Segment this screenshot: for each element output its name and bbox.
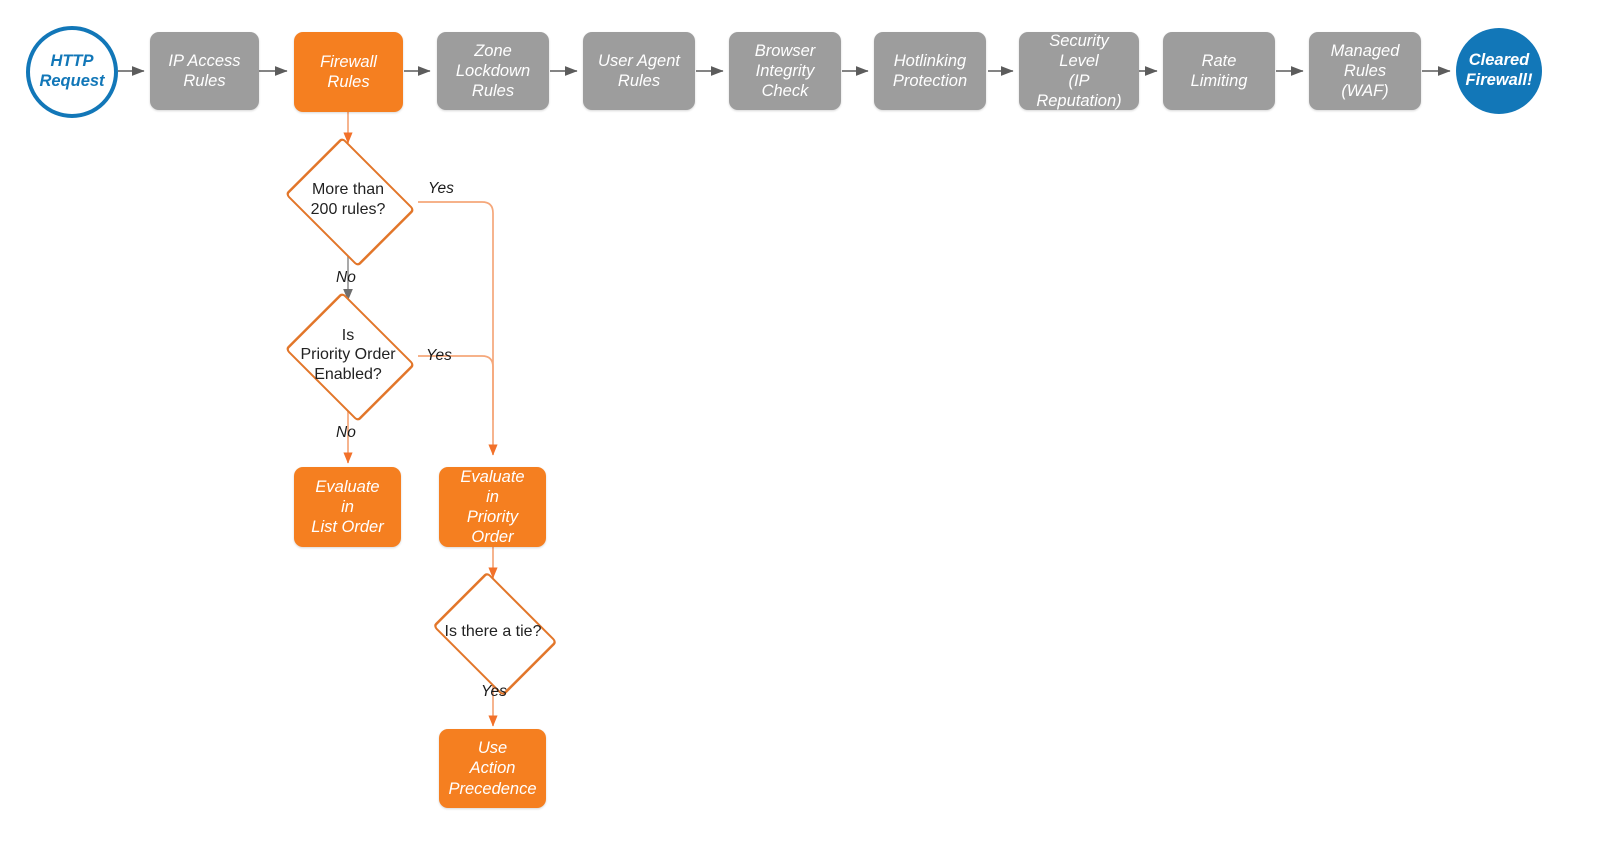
node-security-level[interactable]: Security Level (IP Reputation) [1019, 32, 1139, 110]
node-firewall-rules[interactable]: Firewall Rules [294, 32, 403, 112]
node-label: Firewall Rules [320, 52, 377, 91]
decision-label: Is Priority Order Enabled? [300, 326, 396, 383]
wire-priorityorder-yes [418, 355, 494, 420]
decision-label: Is there a tie? [444, 623, 542, 641]
node-label: IP Access Rules [168, 51, 241, 90]
node-user-agent-rules[interactable]: User Agent Rules [583, 32, 695, 110]
node-label: Browser Integrity Check [754, 41, 816, 101]
edge-label-tie-yes: Yes [481, 683, 507, 700]
node-managed-rules-waf[interactable]: Managed Rules (WAF) [1309, 32, 1421, 110]
node-http-request[interactable]: HTTP Request [26, 26, 118, 118]
edge-label-priority-no: No [336, 424, 356, 441]
node-label: Rate Limiting [1190, 51, 1248, 90]
edge-label-priority-yes: Yes [426, 347, 452, 364]
node-label: Managed Rules (WAF) [1330, 41, 1400, 101]
decision-priority-order-enabled[interactable]: Is Priority Order Enabled? [278, 291, 418, 423]
decision-is-there-a-tie[interactable]: Is there a tie? [423, 571, 563, 697]
decision-label: More than 200 rules? [310, 181, 386, 218]
edge-label-rules-yes: Yes [428, 180, 454, 197]
node-ip-access-rules[interactable]: IP Access Rules [150, 32, 259, 110]
edge-label-rules-no: No [336, 269, 356, 286]
node-label: Cleared Firewall! [1465, 51, 1533, 89]
node-label: HTTP Request [39, 52, 105, 90]
node-label: Use Action Precedence [448, 739, 537, 798]
node-browser-integrity-check[interactable]: Browser Integrity Check [729, 32, 841, 110]
node-evaluate-in-priority-order[interactable]: Evaluate in Priority Order [439, 467, 546, 547]
node-evaluate-in-list-order[interactable]: Evaluate in List Order [294, 467, 401, 547]
node-label: Security Level (IP Reputation) [1036, 31, 1122, 111]
node-use-action-precedence[interactable]: Use Action Precedence [439, 729, 546, 808]
node-zone-lockdown-rules[interactable]: Zone Lockdown Rules [437, 32, 549, 110]
decision-more-than-200-rules[interactable]: More than 200 rules? [278, 136, 418, 268]
node-cleared-firewall[interactable]: Cleared Firewall! [1456, 28, 1542, 114]
node-hotlinking-protection[interactable]: Hotlinking Protection [874, 32, 986, 110]
node-rate-limiting[interactable]: Rate Limiting [1163, 32, 1275, 110]
node-label: Evaluate in Priority Order [460, 467, 525, 547]
wire-rulecount-yes [418, 201, 498, 456]
node-label: Evaluate in List Order [311, 477, 384, 537]
node-label: Hotlinking Protection [892, 51, 968, 90]
node-label: User Agent Rules [598, 51, 680, 90]
node-label: Zone Lockdown Rules [455, 41, 531, 101]
